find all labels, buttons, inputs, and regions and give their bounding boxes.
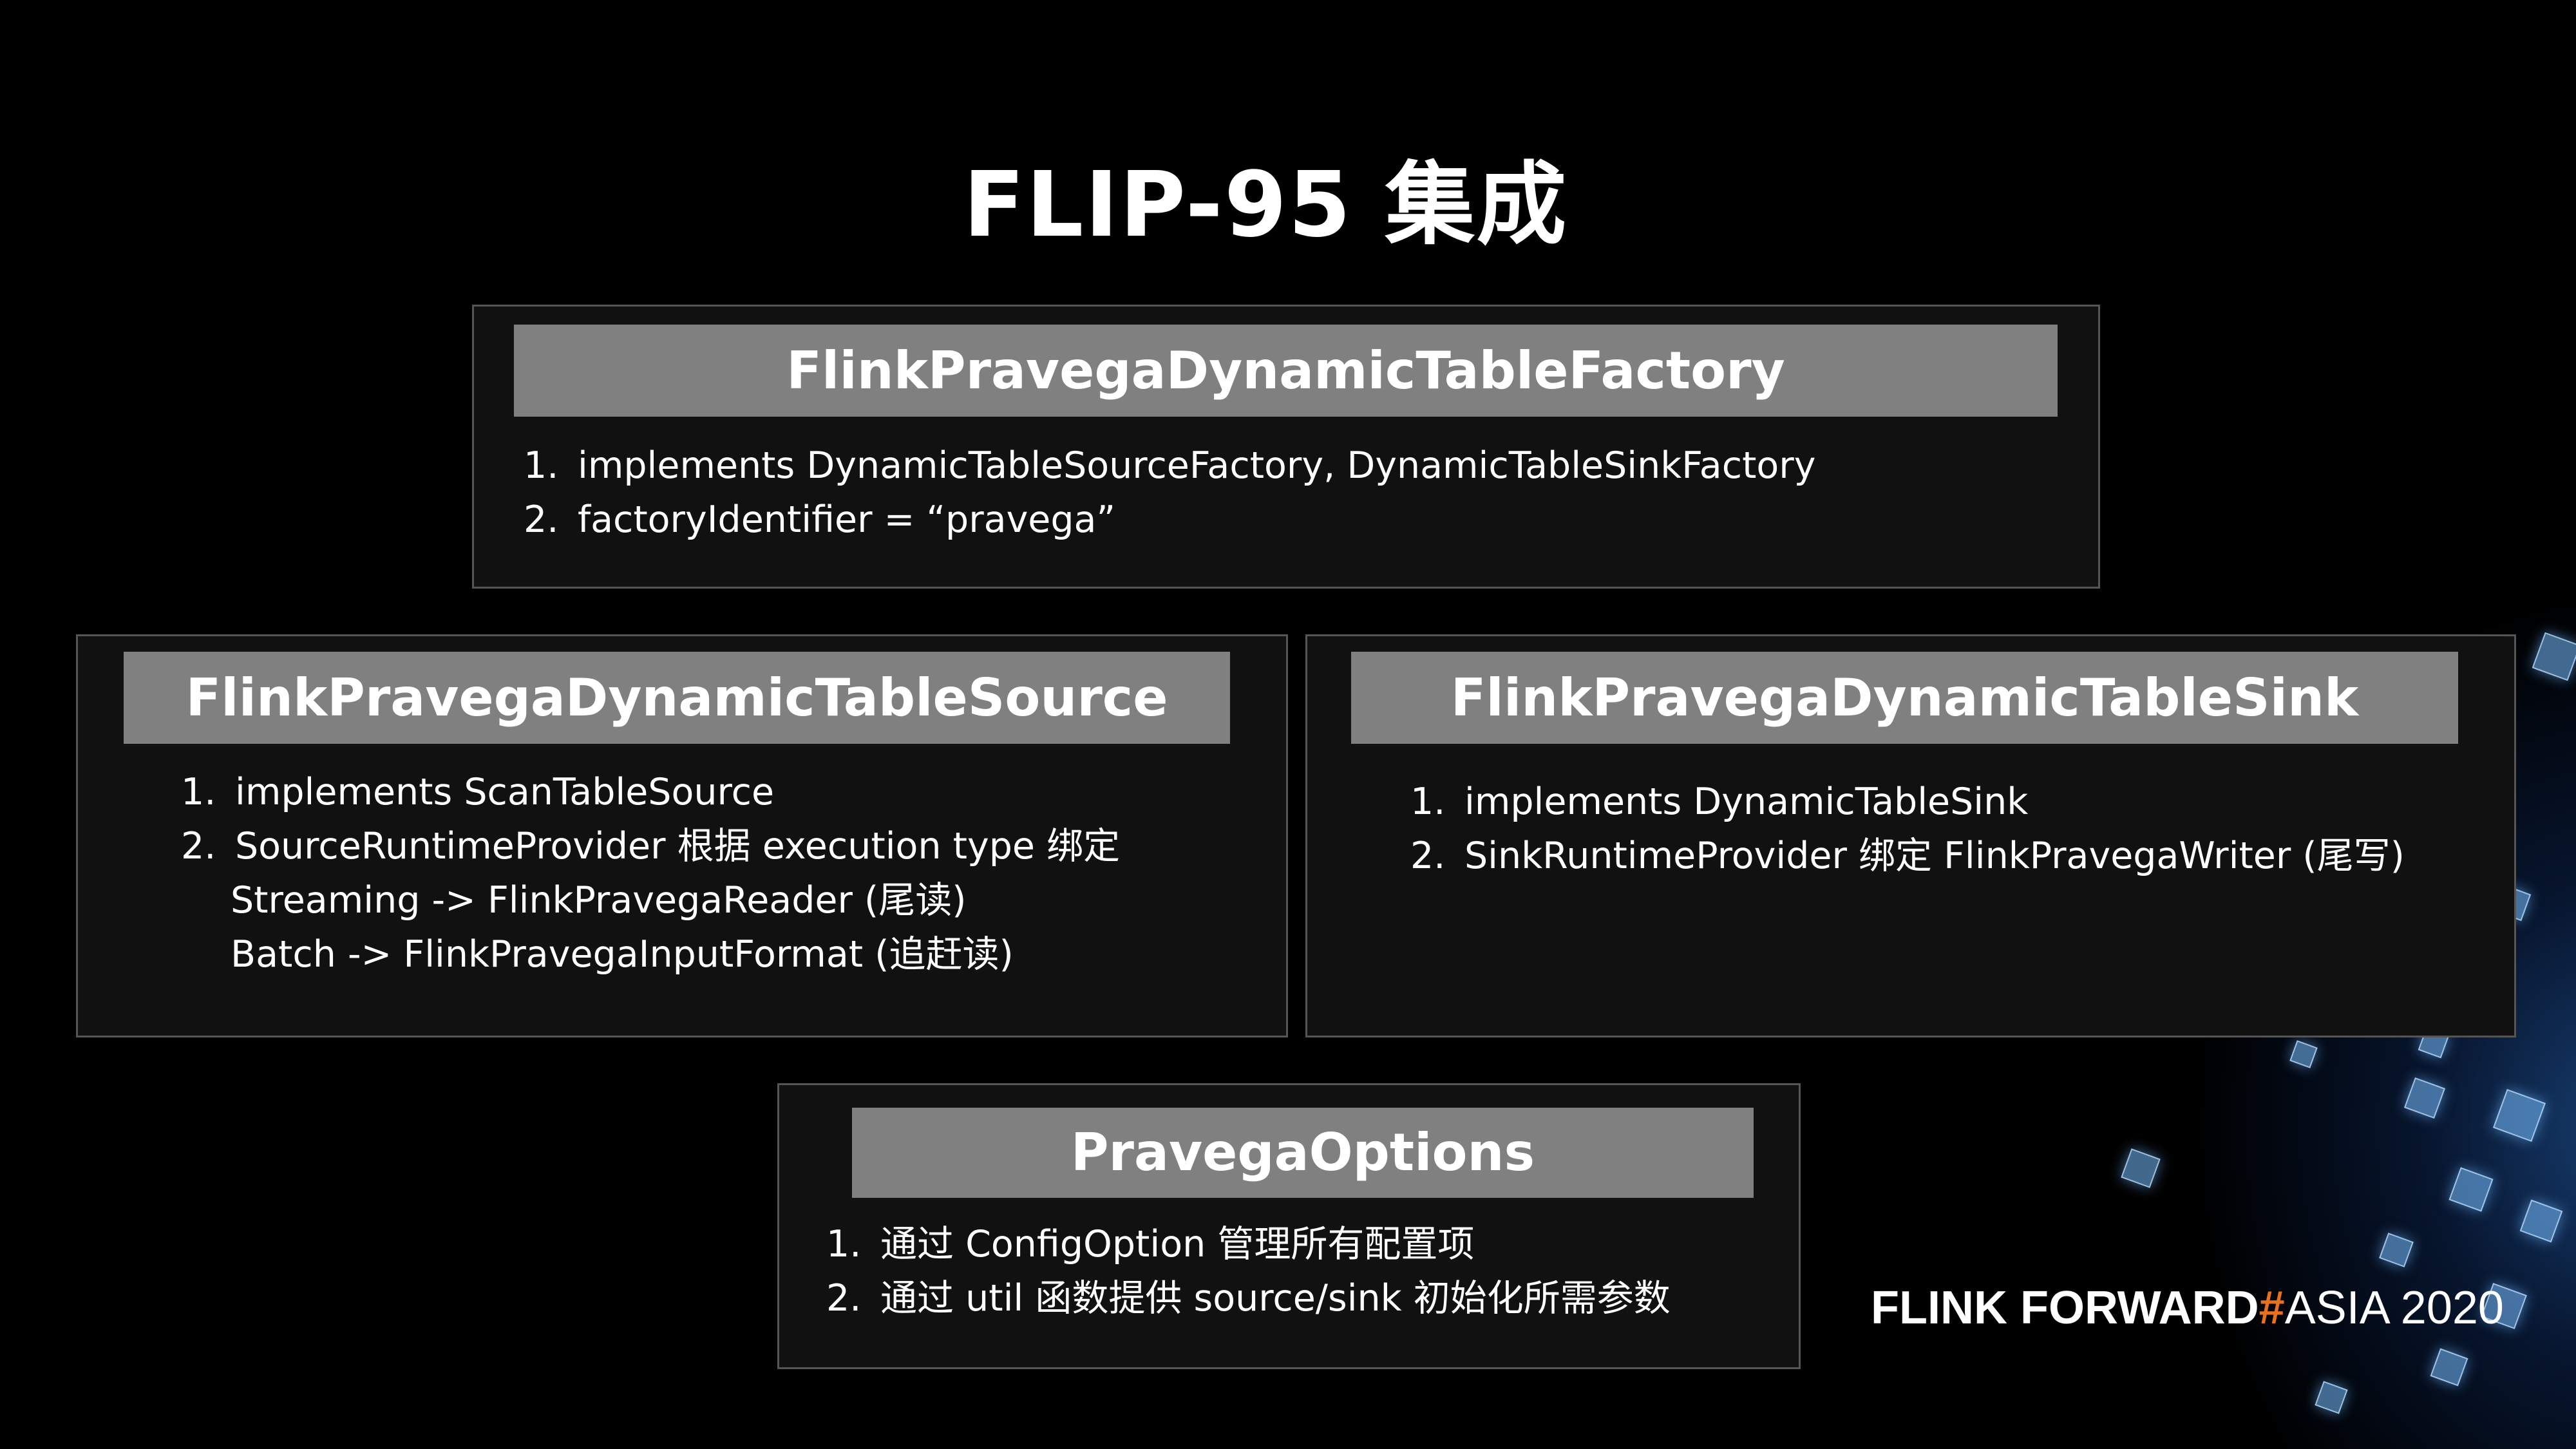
- list-text: implements DynamicTableSourceFactory, Dy…: [578, 444, 1816, 487]
- list-item: 2. factoryIdentifier = “pravega”: [524, 493, 1815, 547]
- list-text: implements DynamicTableSink: [1464, 781, 2029, 823]
- list-number: 2.: [524, 498, 559, 541]
- options-box-header: PravegaOptions: [852, 1108, 1754, 1198]
- brand-word-flink: FLINK: [1871, 1282, 2007, 1334]
- brand-logo: FLINK FORWARD#ASIA 2020: [1871, 1282, 2504, 1334]
- decor-cube: [2121, 1148, 2161, 1188]
- list-text: SinkRuntimeProvider 绑定 FlinkPravegaWrite…: [1464, 835, 2405, 877]
- list-item: 2. SinkRuntimeProvider 绑定 FlinkPravegaWri…: [1410, 829, 2405, 883]
- list-number: 1.: [1410, 781, 1446, 823]
- options-box-body: 1. 通过 ConfigOption 管理所有配置项 2. 通过 util 函数提供…: [826, 1217, 1671, 1325]
- list-number: 2.: [181, 825, 216, 867]
- slide-title: FLIP-95 集成: [963, 153, 1568, 258]
- list-number: 1.: [826, 1223, 862, 1265]
- sink-box-header: FlinkPravegaDynamicTableSink: [1351, 652, 2458, 744]
- brand-word-forward: FORWARD: [2020, 1282, 2259, 1334]
- factory-box: FlinkPravegaDynamicTableFactory 1. implem…: [472, 305, 2100, 589]
- options-box: PravegaOptions 1. 通过 ConfigOption 管理所有配置项…: [777, 1083, 1801, 1369]
- sub-line: Streaming -> FlinkPravegaReader (尾读): [231, 879, 967, 922]
- source-box: FlinkPravegaDynamicTableSource 1. impleme…: [76, 634, 1288, 1037]
- list-item: 1. implements DynamicTableSourceFactory, …: [524, 439, 1815, 493]
- list-number: 1.: [524, 444, 559, 487]
- list-number: 1.: [181, 771, 216, 813]
- list-text: 通过 util 函数提供 source/sink 初始化所需参数: [880, 1277, 1671, 1320]
- list-text: implements ScanTableSource: [235, 771, 775, 813]
- list-item: 2. 通过 util 函数提供 source/sink 初始化所需参数: [826, 1271, 1671, 1325]
- list-text: SourceRuntimeProvider 根据 execution type …: [235, 825, 1121, 867]
- list-text: 通过 ConfigOption 管理所有配置项: [880, 1223, 1475, 1265]
- list-item: 2. SourceRuntimeProvider 根据 execution typ…: [181, 819, 1120, 873]
- sink-box: FlinkPravegaDynamicTableSink 1. implement…: [1305, 634, 2516, 1037]
- source-box-body: 1. implements ScanTableSource 2. SourceRun…: [181, 765, 1120, 981]
- list-item: 1. 通过 ConfigOption 管理所有配置项: [826, 1217, 1671, 1271]
- list-item: 1. implements ScanTableSource: [181, 765, 1120, 819]
- factory-box-header: FlinkPravegaDynamicTableFactory: [514, 325, 2058, 417]
- sink-box-body: 1. implements DynamicTableSink 2. SinkRunt…: [1410, 775, 2405, 883]
- list-number: 2.: [1410, 835, 1446, 877]
- source-box-header: FlinkPravegaDynamicTableSource: [124, 652, 1230, 744]
- sub-line: Batch -> FlinkPravegaInputFormat (追赶读): [231, 933, 1014, 976]
- brand-hash: #: [2259, 1282, 2285, 1334]
- list-item: 1. implements DynamicTableSink: [1410, 775, 2405, 829]
- factory-box-body: 1. implements DynamicTableSourceFactory, …: [524, 439, 1815, 547]
- list-text: factoryIdentifier = “pravega”: [578, 498, 1116, 541]
- list-number: 2.: [826, 1277, 862, 1320]
- brand-word-asia: ASIA 2020: [2284, 1282, 2504, 1334]
